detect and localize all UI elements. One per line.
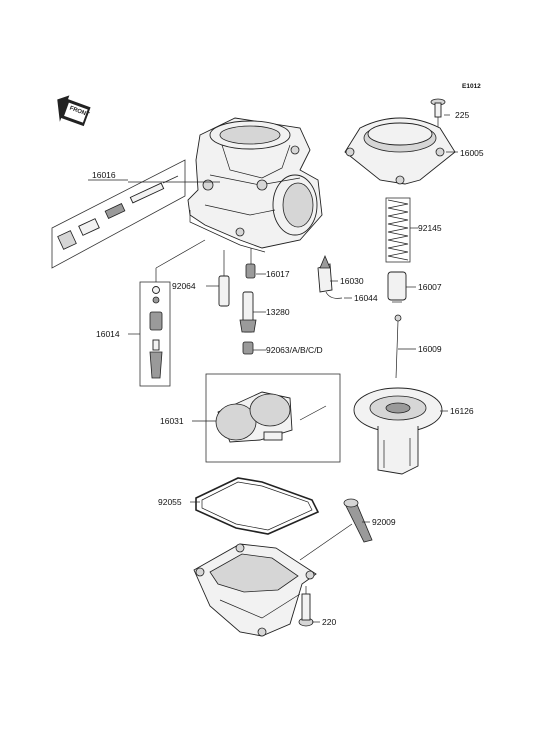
carburetor-body-drawing	[187, 117, 323, 253]
part-label-92145: 92145	[418, 223, 442, 233]
needle-jet-set-drawing	[139, 239, 206, 387]
jet-needle-drawing	[387, 271, 407, 379]
part-label-92055: 92055	[158, 497, 182, 507]
spring-drawing	[385, 197, 411, 263]
front-arrow-icon	[57, 95, 91, 127]
part-label-16009: 16009	[418, 344, 442, 354]
part-label-16126: 16126	[450, 406, 474, 416]
part-label-16031: 16031	[160, 416, 184, 426]
part-label-16007: 16007	[418, 282, 442, 292]
part-label-220: 220	[322, 617, 337, 627]
part-label-16044: 16044	[354, 293, 378, 303]
part-label-16005: 16005	[460, 148, 484, 158]
part-label-16017: 16017	[266, 269, 290, 279]
leader-lines	[88, 114, 458, 623]
part-label-13280: 13280	[266, 307, 290, 317]
float-assembly-drawing	[205, 373, 341, 463]
part-label-16014: 16014	[96, 329, 120, 339]
top-cover-drawing	[344, 98, 456, 185]
part-label-92064: 92064	[172, 281, 196, 291]
part-label-92063: 92063/A/B/C/D	[266, 345, 323, 355]
diagram-code: E1012	[462, 83, 481, 90]
pilot-screw-set-drawing	[51, 159, 220, 269]
float-valve-drawing	[317, 254, 343, 299]
part-label-92009: 92009	[372, 517, 396, 527]
part-label-16016: 16016	[92, 170, 116, 180]
jets-drawing	[218, 248, 257, 355]
part-label-16030: 16030	[340, 276, 364, 286]
float-bowl-drawing	[193, 543, 317, 637]
vacuum-piston-drawing	[353, 387, 443, 475]
gasket-drawing	[195, 477, 320, 535]
part-label-225: 225	[455, 110, 470, 120]
screws-drawing	[298, 498, 373, 627]
